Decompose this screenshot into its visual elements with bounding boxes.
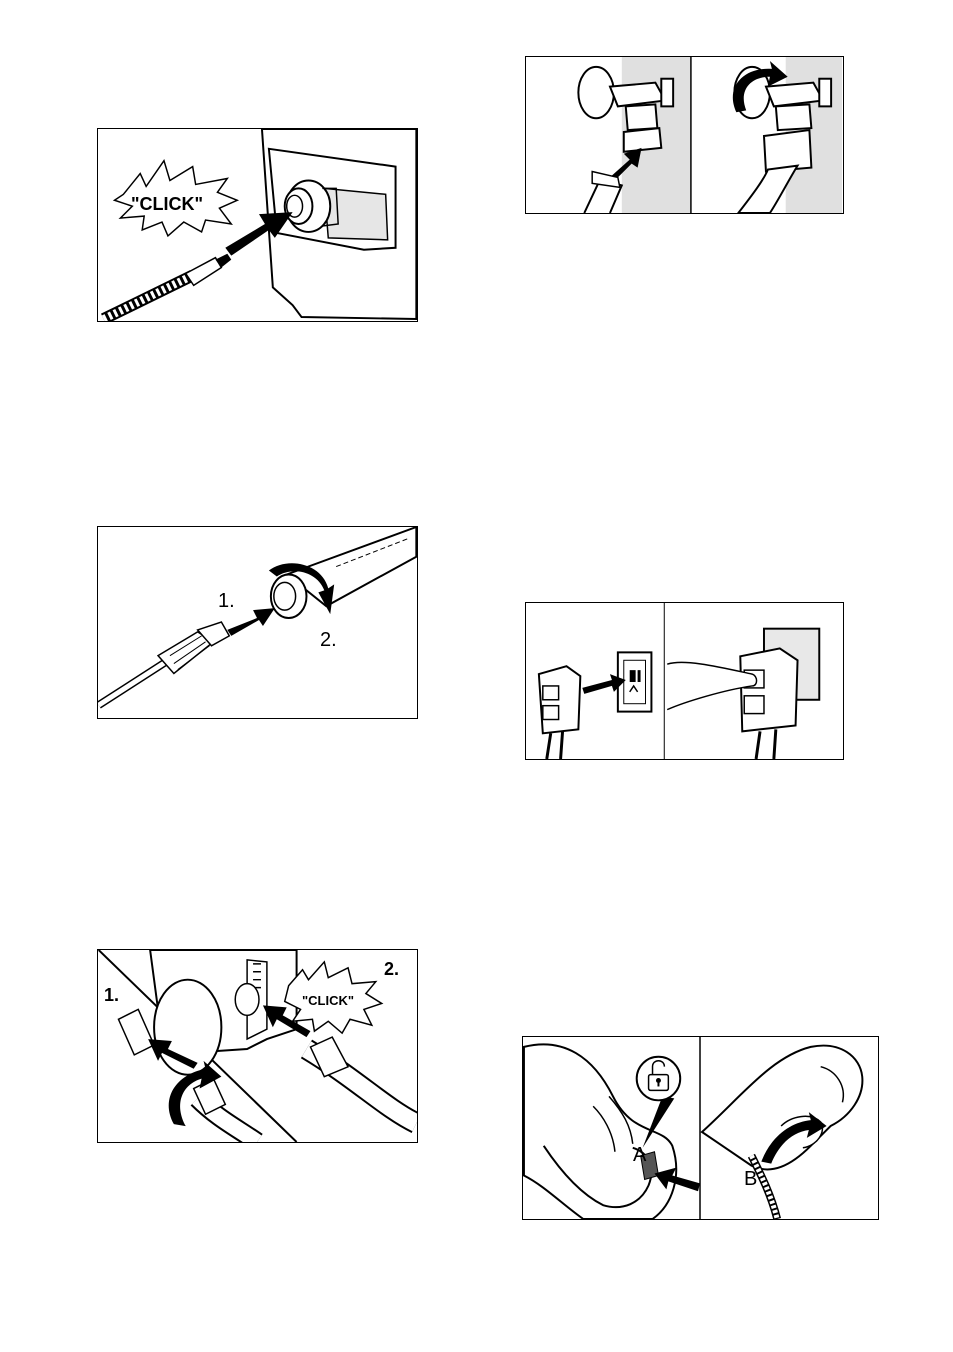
step-1-label: 1. <box>104 986 119 1004</box>
hose-connect-illustration <box>98 129 417 321</box>
figure-hose-inlet-connect: 1. 2. "CLICK" <box>97 949 418 1143</box>
step-2-label: 2. <box>384 960 399 978</box>
arrow-icon <box>227 608 275 636</box>
figure-tap-connect <box>525 56 844 214</box>
click-label: "CLICK" <box>302 994 354 1007</box>
lance-attach-illustration <box>98 527 417 718</box>
label-a: A <box>633 1145 646 1165</box>
plug-socket-illustration <box>526 603 843 759</box>
figure-trigger-lock: A B <box>522 1036 879 1220</box>
trigger-lock-illustration <box>523 1037 878 1219</box>
hose-inlet-illustration <box>98 950 417 1142</box>
figure-lance-attach: 1. 2. <box>97 526 418 719</box>
click-label: "CLICK" <box>131 195 203 213</box>
figure-plug-socket <box>525 602 844 760</box>
tap-connect-illustration <box>526 57 843 213</box>
label-b: B <box>744 1169 757 1189</box>
step-1-label: 1. <box>218 591 235 611</box>
step-2-label: 2. <box>320 630 337 650</box>
figure-hose-connect-click: "CLICK" <box>97 128 418 322</box>
